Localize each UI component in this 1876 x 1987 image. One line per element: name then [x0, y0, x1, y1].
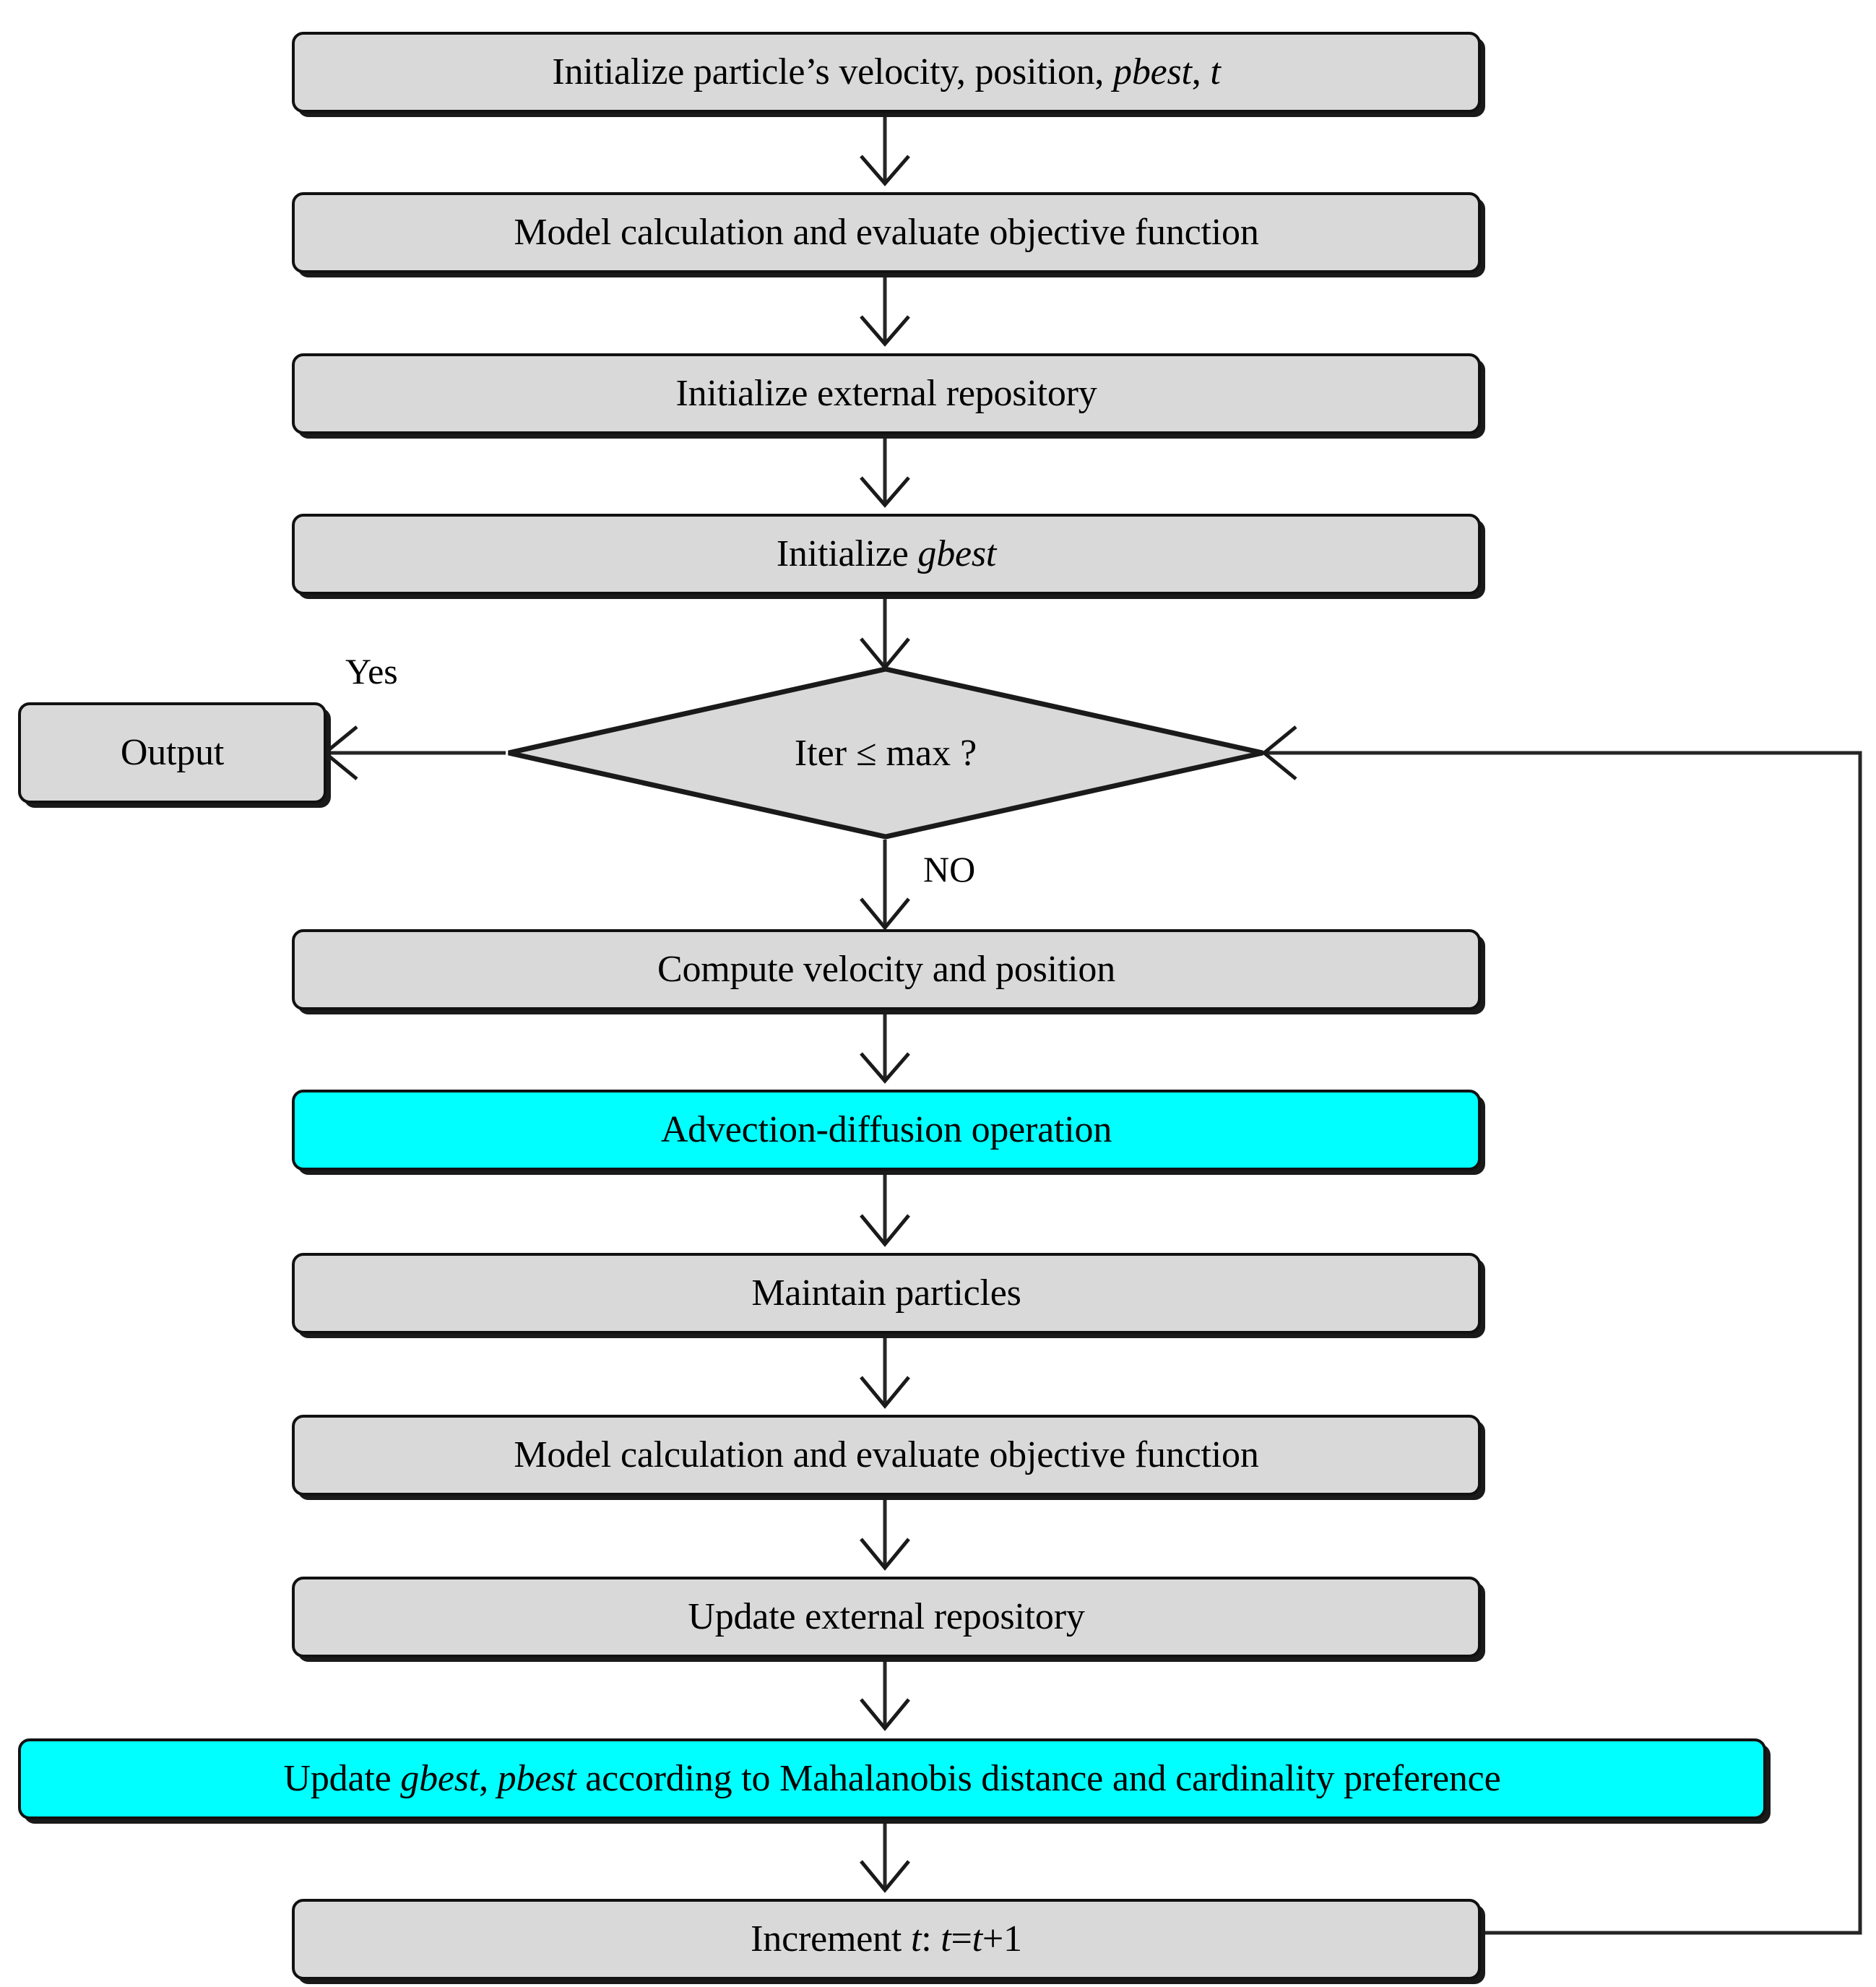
node-init-gbest[interactable]: Initialize gbest — [292, 514, 1481, 595]
edge-model-calc-1-to-init-repository — [860, 273, 910, 347]
edge-maintain-particles-to-model-calc-2 — [860, 1334, 910, 1409]
node-model-calc-2[interactable]: Model calculation and evaluate objective… — [292, 1415, 1481, 1496]
node-compute-velocity[interactable]: Compute velocity and position — [292, 929, 1481, 1010]
node-update-repository-label: Update external repository — [688, 1596, 1085, 1638]
edge-model-calc-2-to-update-repository — [860, 1496, 910, 1571]
node-maintain-particles-label: Maintain particles — [751, 1272, 1021, 1314]
edge-init-repository-to-init-gbest — [860, 434, 910, 508]
node-update-gbest-pbest[interactable]: Update gbest, pbest according to Mahalan… — [18, 1738, 1766, 1819]
node-increment-t-label: Increment t: t=t+1 — [751, 1918, 1022, 1960]
edge-init-gbest-to-decision — [860, 595, 910, 671]
node-update-gbest-pbest-label: Update gbest, pbest according to Mahalan… — [283, 1758, 1501, 1800]
node-model-calc-1-label: Model calculation and evaluate objective… — [514, 212, 1259, 254]
node-compute-velocity-label: Compute velocity and position — [657, 949, 1116, 991]
node-init-particle-label: Initialize particle’s velocity, position… — [552, 51, 1221, 93]
edge-init-particle-to-model-calc-1 — [860, 113, 910, 186]
edge-decision-to-output-yes — [322, 725, 506, 780]
node-output[interactable]: Output — [18, 702, 327, 803]
node-init-repository[interactable]: Initialize external repository — [292, 353, 1481, 434]
edge-compute-velocity-to-advection-diffusion — [860, 1010, 910, 1084]
edge-decision-to-compute-velocity-no — [860, 840, 910, 931]
decision-label: Iter ≤ max ? — [794, 732, 977, 774]
edge-update-gbest-pbest-to-increment-t — [860, 1819, 910, 1893]
edge-label-no: NO — [923, 849, 976, 889]
edge-advection-diffusion-to-maintain-particles — [860, 1171, 910, 1247]
node-increment-t[interactable]: Increment t: t=t+1 — [292, 1899, 1481, 1980]
node-model-calc-1[interactable]: Model calculation and evaluate objective… — [292, 192, 1481, 273]
node-maintain-particles[interactable]: Maintain particles — [292, 1253, 1481, 1334]
node-model-calc-2-label: Model calculation and evaluate objective… — [514, 1434, 1259, 1476]
edge-label-yes: Yes — [345, 651, 398, 691]
node-init-particle[interactable]: Initialize particle’s velocity, position… — [292, 32, 1481, 113]
node-init-repository-label: Initialize external repository — [675, 373, 1097, 415]
node-advection-diffusion[interactable]: Advection-diffusion operation — [292, 1090, 1481, 1171]
edge-update-repository-to-update-gbest-pbest — [860, 1658, 910, 1731]
node-output-label: Output — [120, 732, 225, 774]
node-init-gbest-label: Initialize gbest — [776, 533, 997, 575]
node-advection-diffusion-label: Advection-diffusion operation — [660, 1109, 1112, 1151]
decision-iter-check[interactable]: Iter ≤ max ? — [506, 666, 1266, 840]
node-update-repository[interactable]: Update external repository — [292, 1577, 1481, 1658]
